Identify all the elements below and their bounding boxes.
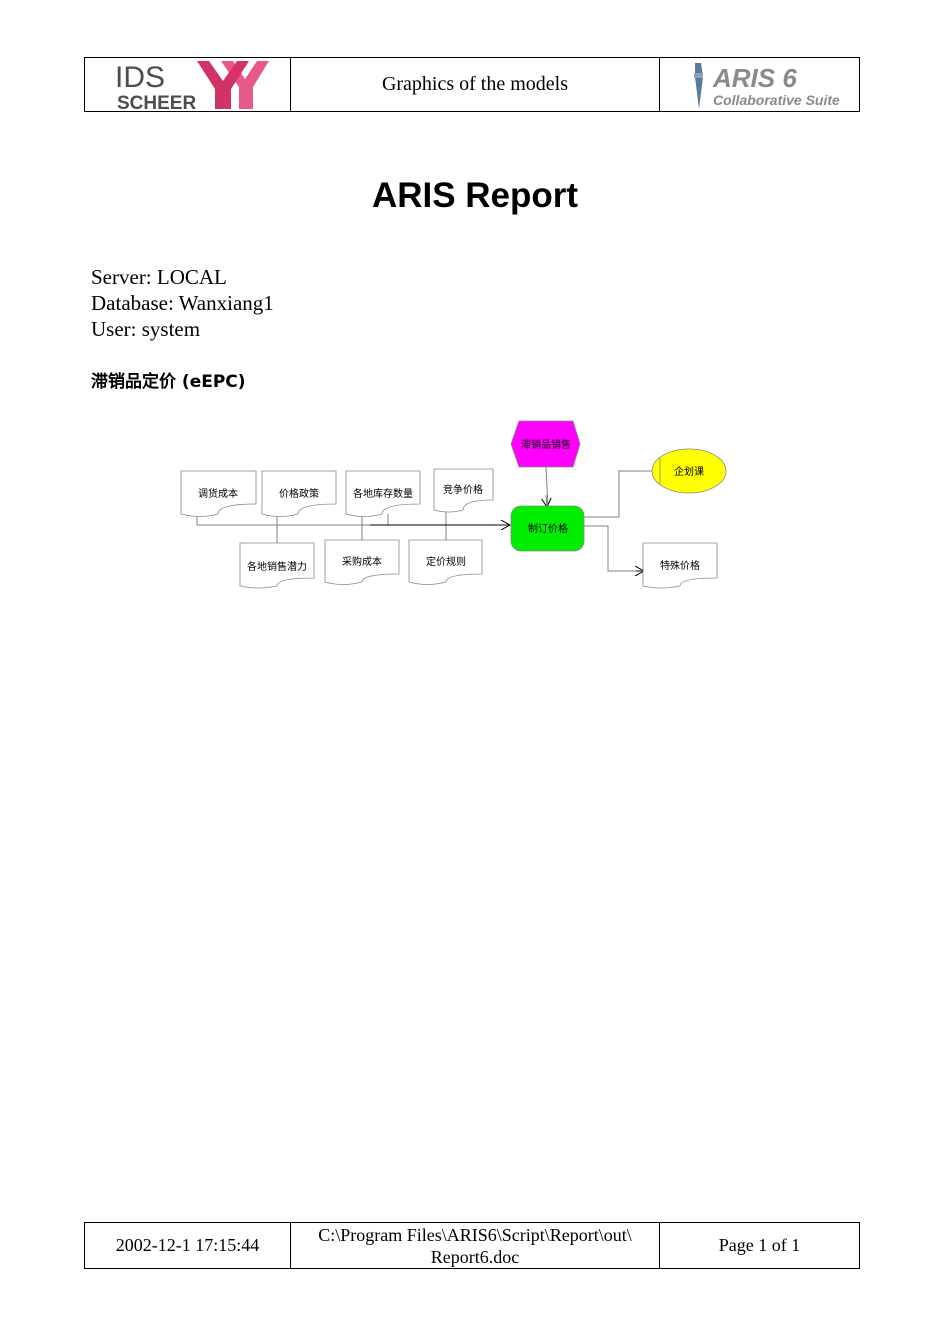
document-node-7: [408, 539, 483, 585]
aris-logo-subtitle: Collaborative Suite: [713, 92, 840, 108]
logo-scheer-text: SCHEER: [117, 93, 196, 111]
function-label: 制订价格: [528, 522, 568, 535]
document-label-6: 采购成本: [342, 555, 382, 568]
footer-page-number: Page 1 of 1: [718, 1235, 801, 1255]
output-connector-line: [584, 525, 644, 572]
event-node: [510, 420, 581, 468]
org-unit-node: [651, 448, 727, 494]
server-line: Server: LOCAL: [91, 265, 227, 289]
user-line: User: system: [91, 317, 201, 341]
page-footer: 2002-12-1 17:15:44 C:\Program Files\ARIS…: [84, 1222, 860, 1269]
document-node-6: [324, 539, 400, 585]
logo-ids-text: IDS: [115, 61, 165, 94]
footer-file-path: C:\Program Files\ARIS6\Script\Report\out…: [291, 1223, 660, 1268]
org-connector-line: [584, 470, 652, 518]
function-node: [510, 505, 585, 552]
document-label-5: 各地销售潜力: [247, 560, 307, 573]
document-node-5: [239, 542, 315, 589]
document-label-3: 各地库存数量: [353, 487, 413, 500]
aris-logo-title: ARIS 6: [712, 63, 797, 93]
document-node-4: [433, 468, 494, 513]
aris-pen-icon: [694, 62, 703, 109]
header-title: Graphics of the models: [291, 58, 660, 111]
document-node-1: [180, 470, 257, 517]
footer-path-line-2: Report6.doc: [430, 1246, 520, 1267]
footer-timestamp: 2002-12-1 17:15:44: [85, 1223, 291, 1268]
output-document-node: [642, 542, 718, 589]
ids-scheer-logo-graphic: IDS SCHEER: [115, 60, 269, 111]
page-header: IDS SCHEER Graphics of the models ARIS 6…: [84, 57, 860, 112]
document-label-1: 调货成本: [198, 487, 238, 500]
report-title: ARIS Report: [371, 176, 579, 215]
document-node-3: [345, 470, 421, 517]
footer-path-line-1: C:\Program Files\ARIS6\Script\Report\out…: [318, 1224, 632, 1245]
logo-y-shape-2: [220, 60, 269, 109]
ids-scheer-logo: IDS SCHEER: [85, 58, 291, 111]
report-meta: Server: LOCAL Database: Wanxiang1 User: …: [91, 264, 274, 342]
document-label-4: 竞争价格: [443, 483, 483, 496]
event-label: 滞销品销售: [521, 438, 571, 451]
epc-diagram: 滞销品销售 企划课 制订价格 调货成本 价格政策 各地库存数量 竞争价格 各地销…: [180, 420, 727, 589]
org-unit-label: 企划课: [674, 465, 704, 478]
aris-logo: ARIS 6 Collaborative Suite: [660, 58, 859, 111]
output-document-label: 特殊价格: [660, 559, 700, 572]
database-line: Database: Wanxiang1: [91, 291, 274, 315]
document-label-7: 定价规则: [426, 555, 466, 568]
model-title: 滞销品定价 (eEPC): [91, 372, 246, 392]
document-label-2: 价格政策: [279, 487, 319, 500]
document-node-2: [261, 470, 337, 517]
aris-logo-graphic: ARIS 6 Collaborative Suite: [693, 62, 840, 109]
